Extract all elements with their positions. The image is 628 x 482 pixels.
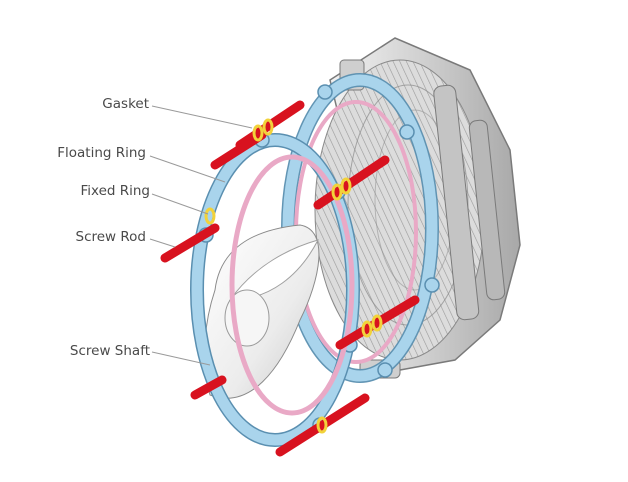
leader-screw-shaft	[151, 351, 211, 366]
gasket	[371, 314, 383, 332]
screw-rod	[210, 130, 267, 170]
gasket	[316, 416, 328, 434]
label-gasket: Gasket	[102, 96, 149, 112]
gasket	[252, 124, 264, 142]
gaskets	[204, 118, 383, 434]
leader-floating-ring	[149, 155, 226, 183]
screw-rods	[160, 100, 420, 457]
screw-rod	[335, 295, 420, 350]
screw-shaft	[204, 224, 320, 399]
gasket	[361, 320, 373, 338]
screw-rod	[160, 223, 220, 263]
screw-rod	[190, 375, 227, 400]
gasket	[331, 183, 343, 201]
label-screw-shaft: Screw Shaft	[69, 343, 150, 359]
leader-gasket	[151, 105, 253, 129]
leader-lines	[149, 105, 253, 366]
gasket	[340, 177, 352, 195]
gasket	[204, 207, 216, 225]
gasket	[262, 118, 274, 136]
label-floating-ring: Floating Ring	[57, 145, 146, 161]
label-screw-rod: Screw Rod	[75, 229, 147, 245]
leader-screw-rod	[149, 238, 176, 248]
floating-ring	[229, 154, 355, 416]
screw-rod	[275, 393, 370, 457]
leader-fixed-ring	[151, 193, 209, 215]
screw-rod	[313, 155, 390, 210]
label-fixed-ring: Fixed Ring	[80, 183, 150, 199]
